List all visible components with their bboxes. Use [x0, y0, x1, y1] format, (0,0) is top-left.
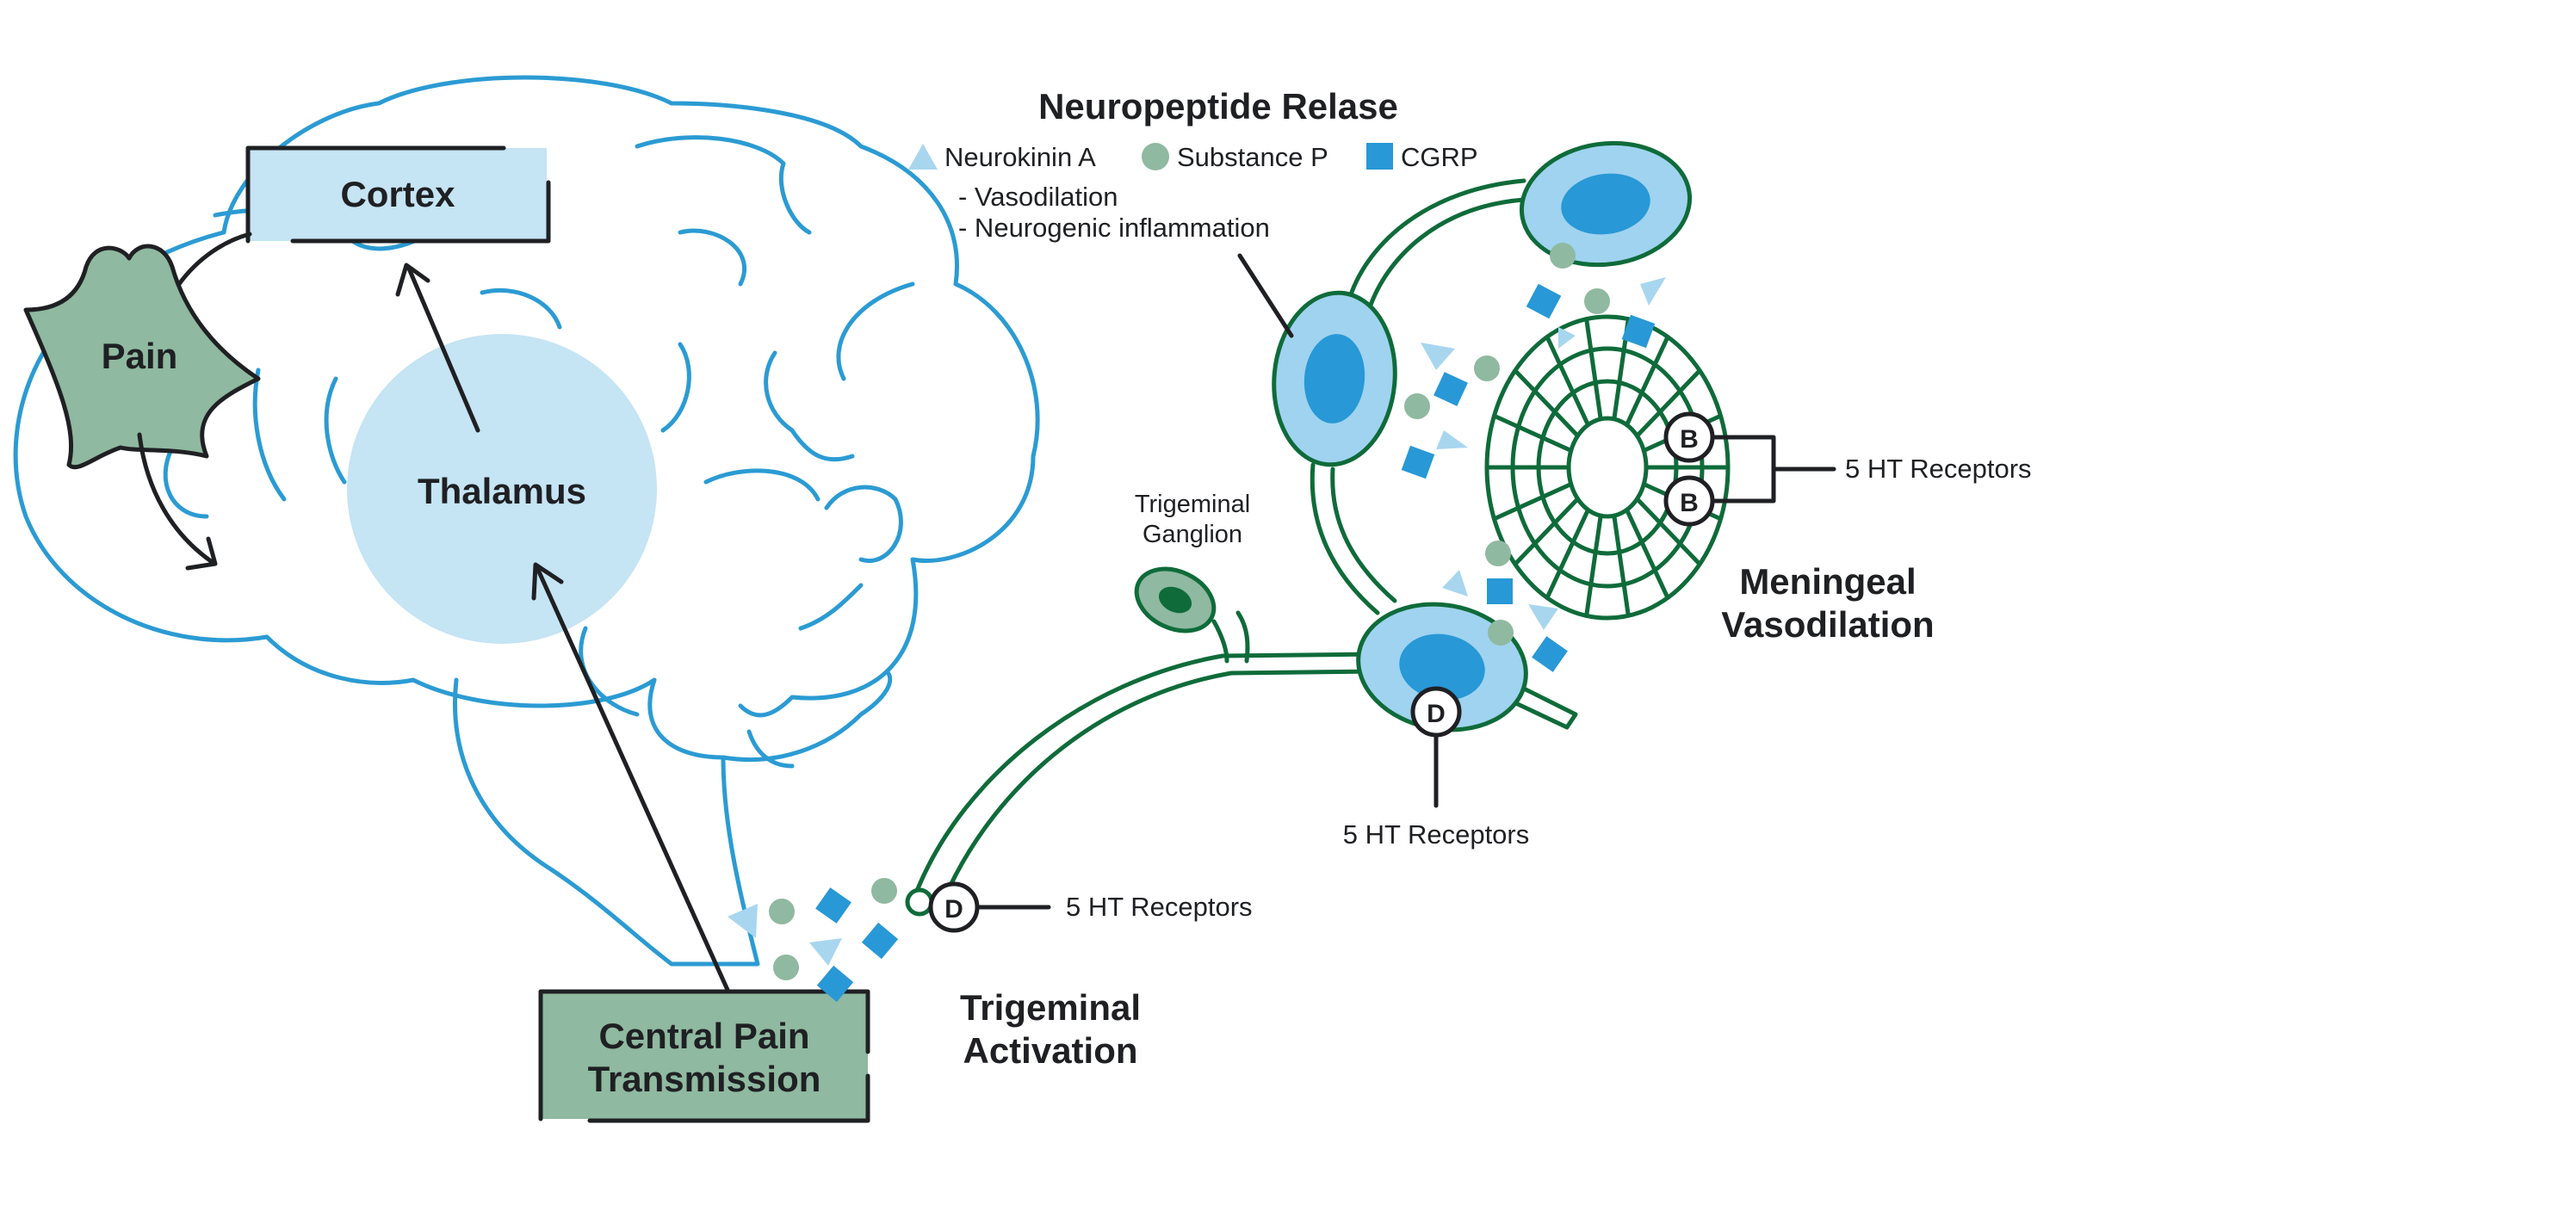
brain-outline: [13, 75, 1040, 967]
receptor-b-bottom-letter: B: [1680, 489, 1699, 517]
vessel-spoke: [1625, 507, 1670, 601]
substance-p-circle: [1584, 288, 1610, 314]
receptor-b-top-letter: B: [1680, 425, 1699, 454]
receptor-b-pair: B B 5 HT Receptors: [1663, 411, 2032, 527]
trigeminal-ganglion-label-2: Ganglion: [1142, 521, 1242, 548]
trigeminal-activation-label-1: Trigeminal: [960, 987, 1141, 1028]
legend-neurokinin-label: Neurokinin A: [944, 142, 1096, 172]
effect-pointer-line: [1237, 253, 1294, 338]
vessel-spoke: [1625, 334, 1670, 428]
neurokinin-a-triangle: [809, 938, 842, 966]
receptor-d-left: D 5 HT Receptors: [928, 881, 1253, 933]
central-pain-label-1: Central Pain: [598, 1016, 809, 1056]
cgrp-square: [1621, 314, 1656, 349]
neuron-cell-top: [1519, 140, 1693, 268]
pain-cortex-connector: [176, 232, 252, 287]
vessel-spoke: [1584, 317, 1603, 422]
legend-cgrp-label: CGRP: [1401, 142, 1478, 172]
vessel-spoke: [1513, 497, 1581, 566]
pain-arrow: [137, 432, 218, 571]
cortex-box: Cortex: [245, 145, 551, 244]
legend-substance-p-label: Substance P: [1177, 142, 1328, 172]
central-to-thalamus-arrow: [531, 562, 730, 992]
receptor-d-right: D 5 HT Receptors: [1343, 686, 1530, 850]
legend-cgrp-icon: [1366, 143, 1393, 170]
pain-label: Pain: [102, 336, 178, 376]
thalamus-to-cortex-arrow: [395, 263, 480, 433]
thalamus-region: [347, 334, 657, 644]
receptors-d-right-label: 5 HT Receptors: [1343, 819, 1530, 850]
neuropeptide-cluster-left: [728, 878, 899, 1003]
cgrp-square: [1434, 372, 1468, 406]
vessel-spoke: [1545, 507, 1590, 601]
meningeal-label-2: Vasodilation: [1721, 604, 1934, 645]
neuron-cell-left: [1272, 290, 1397, 467]
legend-substance-p-icon: [1142, 143, 1169, 170]
meningeal-nerve-branches: [1310, 178, 1578, 730]
substance-p-circle: [1488, 620, 1514, 646]
vessel-spoke: [1634, 368, 1702, 438]
legend: Neurokinin A Substance P CGRP: [908, 142, 1478, 172]
vessel-spoke: [1491, 481, 1574, 522]
cgrp-square: [1526, 283, 1562, 319]
pain-star-icon: Pain: [23, 244, 261, 470]
cgrp-square: [1401, 445, 1435, 479]
vessel-spoke: [1491, 413, 1574, 454]
trigeminal-nerve: [905, 610, 1380, 917]
substance-p-circle: [1550, 243, 1576, 269]
cgrp-square: [1532, 636, 1568, 672]
effect-neurogenic-inflammation: - Neurogenic inflammation: [958, 213, 1270, 243]
neurokinin-a-triangle: [1442, 570, 1468, 596]
neurokinin-a-triangle: [1436, 430, 1468, 449]
vessel-spoke: [1584, 513, 1603, 618]
neurokinin-a-triangle: [1528, 604, 1558, 630]
neurokinin-a-triangle: [1640, 277, 1666, 306]
legend-neurokinin-icon: [908, 144, 938, 170]
trigeminal-activation-label-2: Activation: [963, 1030, 1137, 1071]
receptors-b-label: 5 HT Receptors: [1845, 454, 2032, 484]
effect-vasodilation: - Vasodilation: [958, 182, 1118, 212]
thalamus-label: Thalamus: [418, 471, 586, 511]
cgrp-square: [815, 887, 851, 924]
central-pain-box: Central Pain Transmission: [538, 989, 870, 1123]
neuropeptide-title: Neuropeptide Relase: [1038, 86, 1398, 127]
substance-p-circle: [1485, 541, 1511, 566]
receptor-d-right-letter: D: [1427, 700, 1446, 728]
vessel-spoke: [1612, 513, 1631, 618]
substance-p-circle: [769, 899, 795, 924]
vessel-spoke: [1513, 368, 1581, 438]
neurokinin-a-triangle: [728, 904, 758, 938]
receptors-d-left-label: 5 HT Receptors: [1066, 892, 1253, 922]
neurokinin-a-triangle: [1421, 343, 1455, 370]
receptor-d-left-letter: D: [944, 895, 963, 924]
cgrp-square: [816, 965, 854, 1003]
neuron-cell-bottom: [1356, 602, 1528, 732]
trigeminal-ganglion-icon: [1134, 566, 1217, 633]
trigeminal-ganglion-label-1: Trigeminal: [1135, 491, 1250, 518]
meningeal-label-1: Meningeal: [1739, 561, 1916, 602]
substance-p-circle: [871, 878, 897, 904]
neurokinin-a-triangle: [1558, 327, 1576, 349]
cortex-label: Cortex: [340, 174, 455, 214]
cgrp-square: [1487, 578, 1513, 604]
substance-p-circle: [1404, 393, 1430, 419]
cgrp-square: [861, 922, 899, 960]
vessel-spoke: [1545, 334, 1590, 428]
neuropeptide-cluster-right: [1401, 243, 1666, 672]
substance-p-circle: [1474, 355, 1500, 381]
meningeal-vessel: [1484, 314, 1731, 621]
substance-p-circle: [773, 955, 799, 980]
vessel-spoke: [1634, 497, 1702, 566]
central-pain-label-2: Transmission: [588, 1059, 821, 1099]
